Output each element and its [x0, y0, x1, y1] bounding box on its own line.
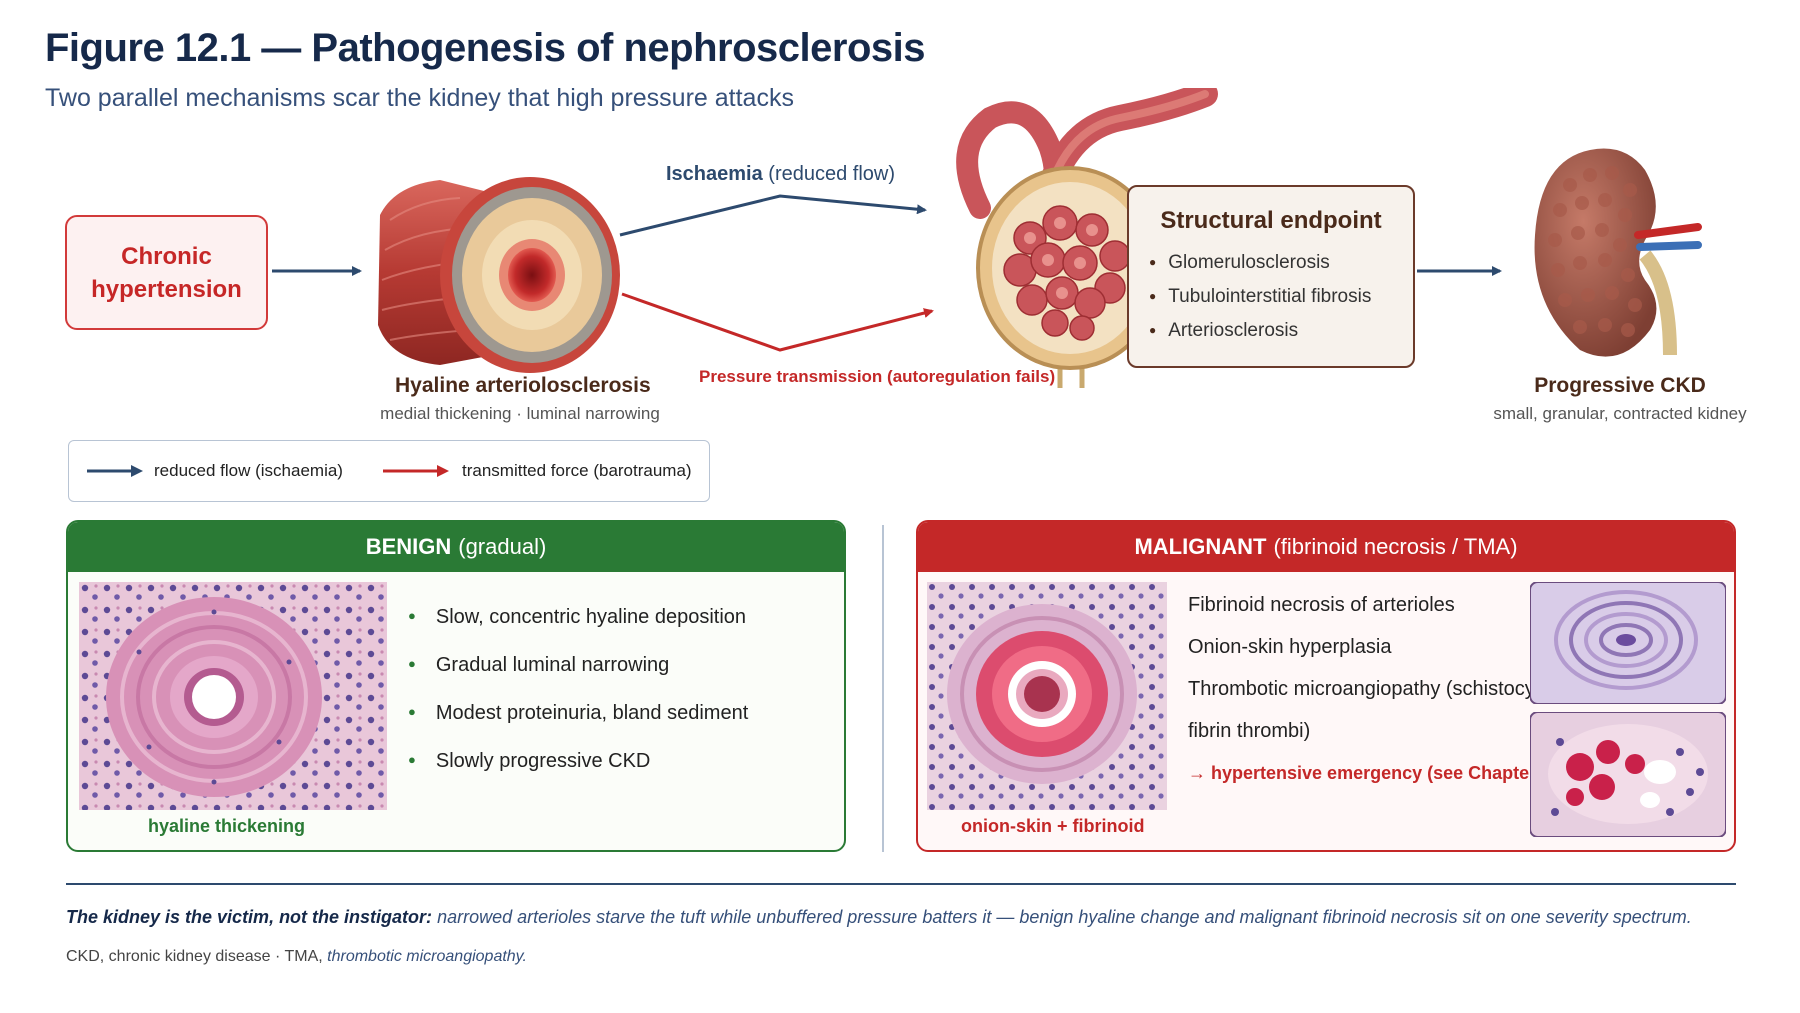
arrow-ischaemia	[619, 194, 927, 237]
malignant-panel: MALIGNANT (fibrinoid necrosis / TMA) oni…	[916, 520, 1736, 852]
pressure-transmission-label: Pressure transmission (autoregulation fa…	[699, 367, 1056, 386]
figure-title: Figure 12.1 — Pathogenesis of nephroscle…	[45, 26, 925, 70]
legend-reduced-flow: reduced flow (ischaemia)	[154, 461, 343, 480]
malignant-item: Onion-skin hyperplasia	[1188, 636, 1392, 658]
benign-panel: BENIGN (gradual) hyaline thickening Slow…	[66, 520, 846, 852]
benign-histology-image	[79, 582, 387, 810]
benign-image-caption: hyaline thickening	[148, 816, 306, 836]
benign-item: Gradual luminal narrowing	[408, 640, 748, 688]
legend-red-arrow	[383, 465, 449, 477]
structural-endpoint-title: Structural endpoint	[1160, 207, 1382, 234]
onion-skin-image	[1530, 582, 1726, 704]
benign-item: Slowly progressive CKD	[408, 736, 748, 784]
legend: reduced flow (ischaemia) transmitted for…	[68, 440, 710, 502]
malignant-histology-image	[927, 582, 1167, 810]
abbreviations-italic: thrombotic microangiopathy.	[327, 948, 527, 965]
arteriole-illustration	[378, 177, 620, 373]
benign-header-rest: (gradual)	[458, 534, 547, 559]
structural-endpoint-box: Structural endpoint Glomerulosclerosis T…	[1127, 185, 1415, 368]
legend-transmitted-force: transmitted force (barotrauma)	[462, 461, 692, 480]
arteriole-caption: Hyaline arteriolosclerosis	[395, 374, 651, 397]
footer-takeaway: The kidney is the victim, not the instig…	[66, 907, 1692, 928]
abbreviations-plain: CKD, chronic kidney disease · TMA,	[66, 948, 323, 965]
malignant-item: fibrin thrombi)	[1188, 720, 1311, 742]
tma-thrombi-image	[1530, 712, 1726, 837]
malignant-image-caption: onion-skin + fibrinoid	[961, 816, 1145, 836]
figure-subtitle: Two parallel mechanisms scar the kidney …	[45, 84, 794, 112]
malignant-header-bold: MALIGNANT	[1134, 534, 1267, 559]
ischaemia-label-rest: (reduced flow)	[768, 163, 896, 185]
legend-navy-arrow	[87, 465, 143, 477]
endpoint-item: Arteriosclerosis	[1149, 313, 1371, 347]
malignant-feature-list: Fibrinoid necrosis of arterioles Onion-s…	[1188, 584, 1567, 794]
footer-rule	[66, 883, 1736, 885]
arteriole-subcaption: medial thickening · luminal narrowing	[380, 404, 660, 423]
hypertensive-emergency-note: → hypertensive emergency (see Chapter 13…	[1188, 763, 1568, 783]
endpoint-item: Tubulointerstitial fibrosis	[1149, 279, 1371, 313]
benign-item: Modest proteinuria, bland sediment	[408, 688, 748, 736]
arrow-pressure	[621, 292, 934, 352]
footer-rest: narrowed arterioles starve the tuft whil…	[437, 907, 1692, 927]
malignant-item: Fibrinoid necrosis of arterioles	[1188, 594, 1455, 616]
ischaemia-label-bold: Ischaemia	[666, 163, 763, 185]
glomerulus-illustration	[956, 88, 1218, 388]
abbreviations: CKD, chronic kidney disease · TMA, throm…	[66, 948, 527, 966]
structural-endpoint-list: Glomerulosclerosis Tubulointerstitial fi…	[1149, 245, 1371, 347]
endpoint-item: Glomerulosclerosis	[1149, 245, 1371, 279]
progressive-ckd-subcaption: small, granular, contracted kidney	[1493, 404, 1747, 423]
malignant-panel-header: MALIGNANT (fibrinoid necrosis / TMA)	[918, 522, 1734, 572]
progressive-ckd-caption: Progressive CKD	[1534, 374, 1706, 397]
malignant-item: Thrombotic microangiopathy (schistocytes…	[1188, 678, 1568, 700]
chronic-hypertension-box: Chronic hypertension	[65, 215, 268, 330]
contracted-kidney-illustration	[1534, 148, 1702, 357]
benign-item: Slow, concentric hyaline deposition	[408, 592, 748, 640]
benign-header-bold: BENIGN	[365, 534, 452, 559]
benign-feature-list: Slow, concentric hyaline deposition Grad…	[408, 592, 748, 784]
malignant-header-rest: (fibrinoid necrosis / TMA)	[1273, 534, 1518, 559]
chronic-hypertension-label: Chronic hypertension	[91, 242, 242, 303]
ischaemia-label: Ischaemia (reduced flow)	[666, 163, 895, 186]
benign-panel-header: BENIGN (gradual)	[68, 522, 844, 572]
footer-lead: The kidney is the victim, not the instig…	[66, 907, 433, 927]
